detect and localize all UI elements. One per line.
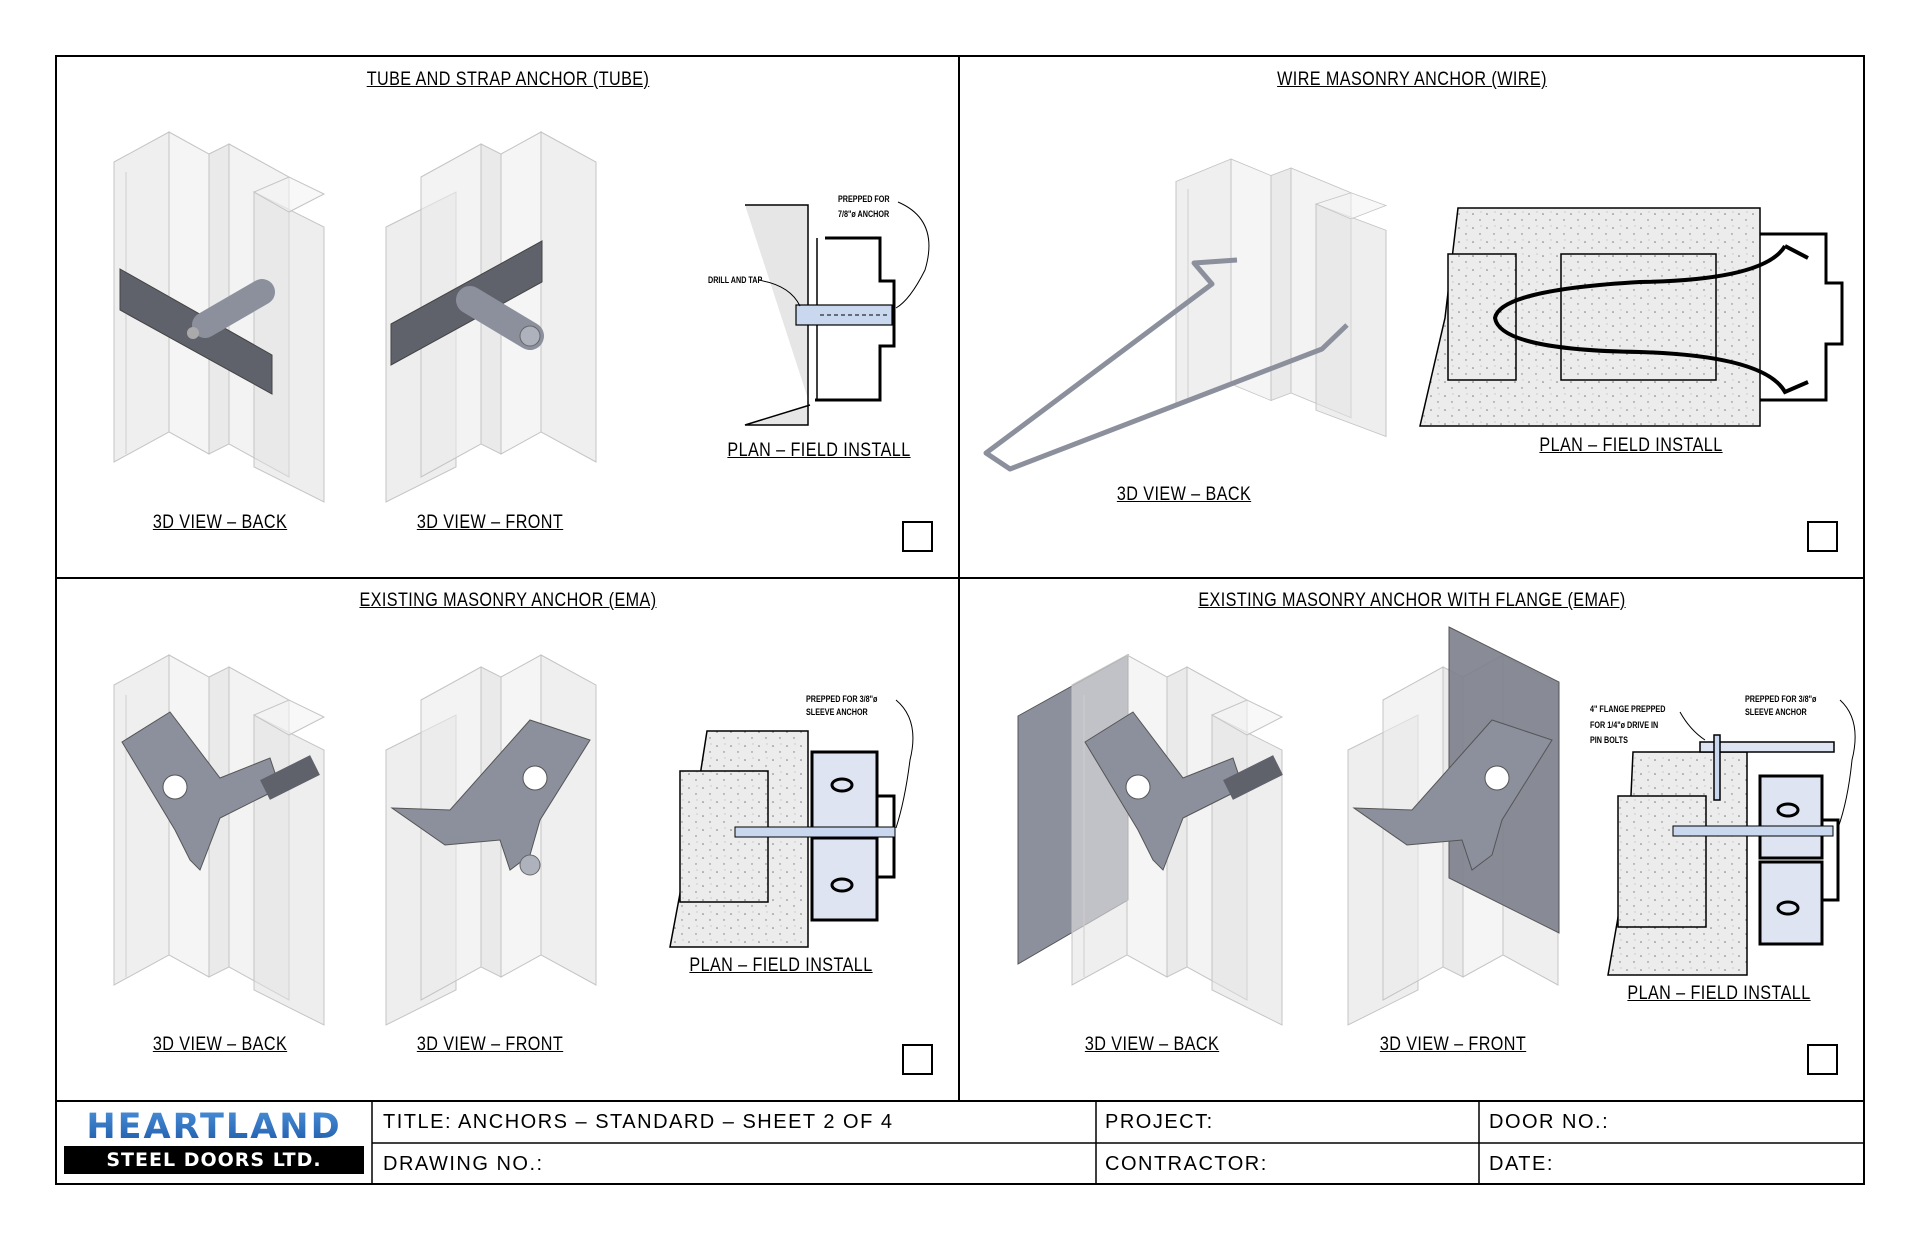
label-ema-3d-back: 3D VIEW – BACK xyxy=(152,1034,288,1055)
note-flange: 4" FLANGE PREPPED xyxy=(1590,704,1666,714)
panel-title-ema: EXISTING MASONRY ANCHOR (EMA) xyxy=(359,590,657,611)
label-tube-3d-back: 3D VIEW – BACK xyxy=(152,512,288,533)
note-prepped: PREPPED FOR xyxy=(838,194,890,204)
project-field: PROJECT: xyxy=(1105,1111,1214,1133)
note-flange-drive: FOR 1/4"ø DRIVE IN xyxy=(1590,720,1659,730)
panel-title-tube: TUBE AND STRAP ANCHOR (TUBE) xyxy=(366,69,650,90)
date-field: DATE: xyxy=(1489,1153,1554,1175)
panel-title-wire: WIRE MASONRY ANCHOR (WIRE) xyxy=(1277,69,1547,90)
tube-anchor-3d-front xyxy=(385,131,597,503)
label-ema-plan: PLAN – FIELD INSTALL xyxy=(689,955,873,976)
label-tube-plan: PLAN – FIELD INSTALL xyxy=(727,440,911,461)
panel-title-emaf: EXISTING MASONRY ANCHOR WITH FLANGE (EMA… xyxy=(1198,590,1626,611)
drawing-title: TITLE: ANCHORS – STANDARD – SHEET 2 OF 4 xyxy=(383,1111,894,1133)
label-tube-3d-front: 3D VIEW – FRONT xyxy=(416,512,564,533)
tube-anchor-3d-back xyxy=(113,131,325,503)
ema-anchor-plan xyxy=(669,699,914,948)
checkbox-ema[interactable] xyxy=(902,1044,933,1075)
contractor-field: CONTRACTOR: xyxy=(1105,1153,1268,1175)
label-ema-3d-front: 3D VIEW – FRONT xyxy=(416,1034,564,1055)
note-flange-bolts: PIN BOLTS xyxy=(1590,735,1628,745)
note-ema-prepped: PREPPED FOR 3/8"ø xyxy=(806,694,878,704)
wire-anchor-3d-back xyxy=(983,158,1387,472)
wire-anchor-plan xyxy=(1419,207,1844,427)
emaf-anchor-plan xyxy=(1607,699,1856,976)
note-emaf-prepped: PREPPED FOR 3/8"ø xyxy=(1745,694,1817,704)
checkbox-tube[interactable] xyxy=(902,521,933,552)
note-anchor-size: 7/8"ø ANCHOR xyxy=(838,209,890,219)
note-ema-sleeve: SLEEVE ANCHOR xyxy=(806,707,868,717)
label-wire-plan: PLAN – FIELD INSTALL xyxy=(1539,435,1723,456)
note-drill-tap: DRILL AND TAP xyxy=(708,275,763,285)
label-emaf-3d-back: 3D VIEW – BACK xyxy=(1084,1034,1220,1055)
checkbox-emaf[interactable] xyxy=(1807,1044,1838,1075)
label-wire-3d-back: 3D VIEW – BACK xyxy=(1116,484,1252,505)
ema-anchor-3d-back xyxy=(113,654,325,1026)
emaf-anchor-3d-back xyxy=(1017,654,1283,1026)
tube-anchor-plan xyxy=(744,201,930,426)
checkbox-wire[interactable] xyxy=(1807,521,1838,552)
ema-anchor-3d-front xyxy=(385,654,597,1026)
label-emaf-plan: PLAN – FIELD INSTALL xyxy=(1627,983,1811,1004)
company-logo: HEARTLAND STEEL DOORS LTD. xyxy=(64,1108,364,1174)
door-number-field: DOOR NO.: xyxy=(1489,1111,1610,1133)
emaf-anchor-3d-front xyxy=(1347,626,1560,1026)
label-emaf-3d-front: 3D VIEW – FRONT xyxy=(1379,1034,1527,1055)
note-emaf-sleeve: SLEEVE ANCHOR xyxy=(1745,707,1807,717)
drawing-number: DRAWING NO.: xyxy=(383,1153,544,1175)
